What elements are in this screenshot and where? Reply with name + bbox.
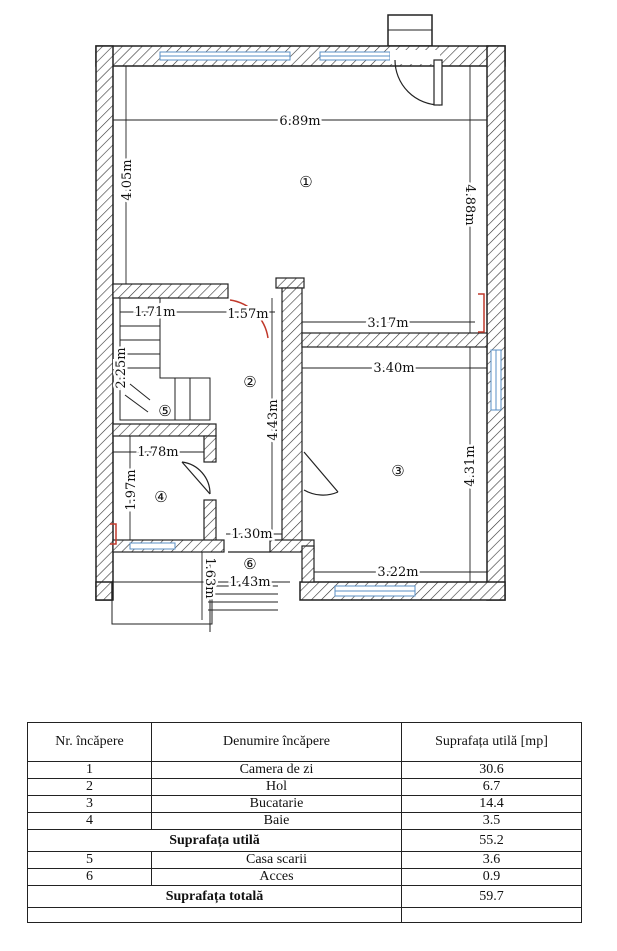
doors bbox=[181, 59, 443, 553]
dim-stairs-height: 2.25m bbox=[114, 347, 129, 388]
kitchen-door-red bbox=[478, 293, 485, 333]
room-name: Acces bbox=[151, 868, 402, 886]
room-area: 6.7 bbox=[401, 778, 582, 796]
dim-kitchen-width-top: 3.40m bbox=[373, 361, 414, 376]
total-row: Suprafața totală 59.7 bbox=[27, 885, 582, 908]
room-marker-2: ② bbox=[243, 373, 256, 391]
room-name: Baie bbox=[151, 812, 402, 830]
total-label: Suprafața totală bbox=[27, 885, 402, 908]
header-room-name: Denumire încăpere bbox=[151, 722, 402, 762]
subtotal-row: Suprafața utilă 55.2 bbox=[27, 829, 582, 852]
room-number: 2 bbox=[27, 778, 152, 796]
room-area: 14.4 bbox=[401, 795, 582, 813]
dim-living-width: 6.89m bbox=[279, 114, 320, 129]
dim-hall-top-left: 1.71m bbox=[134, 305, 175, 320]
room-number: 5 bbox=[27, 851, 152, 869]
dim-access-height: 1.63m bbox=[202, 557, 217, 598]
table-row: 2 Hol 6.7 bbox=[27, 778, 582, 796]
empty-cell bbox=[401, 907, 582, 923]
header-room-area: Suprafața utilă [mp] bbox=[401, 722, 582, 762]
dimension-lines bbox=[113, 66, 487, 620]
dim-access-width-top: 1.30m bbox=[231, 527, 272, 542]
room-name: Casa scarii bbox=[151, 851, 402, 869]
room-number: 1 bbox=[27, 761, 152, 779]
table-row: 1 Camera de zi 30.6 bbox=[27, 761, 582, 779]
dim-hall-top-right: 1.57m bbox=[227, 307, 268, 322]
empty-cell bbox=[27, 907, 402, 923]
dim-kitchen-height: 4.31m bbox=[463, 445, 478, 486]
dim-access-width-bottom: 1.43m bbox=[229, 575, 270, 590]
room-area: 30.6 bbox=[401, 761, 582, 779]
dim-bath-height: 1.97m bbox=[124, 469, 139, 510]
window-openings bbox=[129, 50, 502, 597]
hall-door-red bbox=[229, 299, 269, 339]
room-number: 4 bbox=[27, 812, 152, 830]
room-area: 3.5 bbox=[401, 812, 582, 830]
header-room-number: Nr. încăpere bbox=[27, 722, 152, 762]
empty-row bbox=[27, 907, 582, 923]
room-area: 3.6 bbox=[401, 851, 582, 869]
room-number: 3 bbox=[27, 795, 152, 813]
room-marker-1: ① bbox=[299, 173, 312, 191]
dim-bath-width: 1.78m bbox=[137, 445, 178, 460]
table-row: 4 Baie 3.5 bbox=[27, 812, 582, 830]
room-marker-3: ③ bbox=[391, 462, 404, 480]
room-marker-4: ④ bbox=[154, 488, 167, 506]
room-marker-5: ⑤ bbox=[158, 402, 171, 420]
subtotal-value: 55.2 bbox=[401, 829, 582, 852]
total-value: 59.7 bbox=[401, 885, 582, 908]
room-name: Camera de zi bbox=[151, 761, 402, 779]
table-row: 5 Casa scarii 3.6 bbox=[27, 851, 582, 869]
subtotal-label: Suprafața utilă bbox=[27, 829, 402, 852]
table-row: 6 Acces 0.9 bbox=[27, 868, 582, 886]
room-name: Bucatarie bbox=[151, 795, 402, 813]
room-number: 6 bbox=[27, 868, 152, 886]
room-area: 0.9 bbox=[401, 868, 582, 886]
room-marker-6: ⑥ bbox=[243, 555, 256, 573]
table-row: 3 Bucatarie 14.4 bbox=[27, 795, 582, 813]
floor-plan: 6.89m 4.05m 4.88m 1.71m 1.57m 3.17m 3.40… bbox=[95, 14, 506, 632]
room-area-table: Nr. încăpere Denumire încăpere Suprafața… bbox=[27, 722, 582, 923]
access-steps bbox=[111, 560, 278, 632]
dim-kitchen-width-bottom: 3.22m bbox=[377, 565, 418, 580]
table-header-row: Nr. încăpere Denumire încăpere Suprafața… bbox=[27, 722, 582, 762]
interior-walls bbox=[112, 277, 488, 583]
dim-hall-height: 4.43m bbox=[266, 399, 281, 440]
dim-living-height-right: 4.88m bbox=[462, 184, 477, 225]
bath-window-red bbox=[110, 523, 117, 545]
dim-living-height-left: 4.05m bbox=[120, 159, 135, 200]
room-name: Hol bbox=[151, 778, 402, 796]
dim-kitchen-top-wall: 3.17m bbox=[367, 316, 408, 331]
